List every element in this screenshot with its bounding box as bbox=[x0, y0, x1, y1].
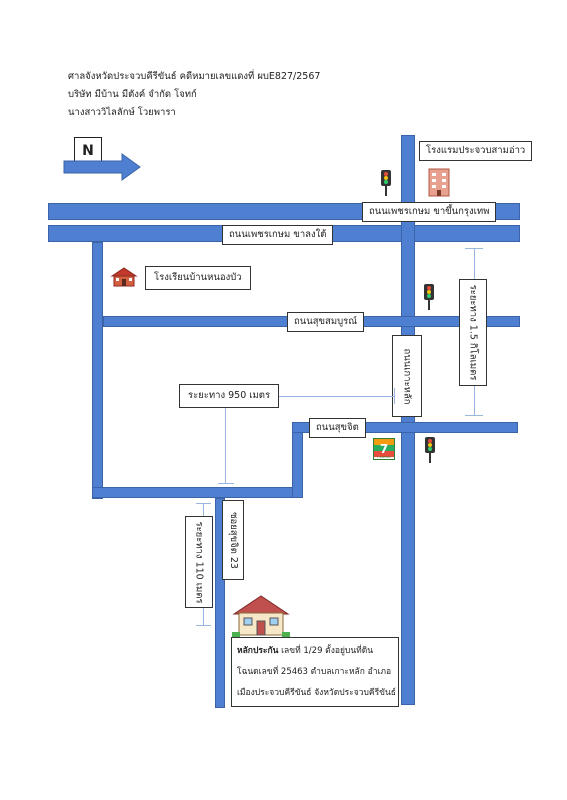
dimension-cap bbox=[196, 503, 211, 504]
dimension-line-950m-vertical bbox=[225, 396, 226, 484]
north-label: N bbox=[74, 137, 102, 165]
label-suksomboon: ถนนสุขสมบูรณ์ bbox=[287, 312, 365, 332]
traffic-light-icon bbox=[424, 284, 434, 310]
plaintiff-line: บริษัท มีบ้าน มีตังค์ จำกัด โจทก์ bbox=[68, 89, 197, 100]
road-bottom bbox=[92, 487, 303, 498]
north-arrow-icon bbox=[63, 153, 141, 181]
road-sukchit-connector bbox=[292, 422, 303, 498]
label-distance-1-5km: ระยะทาง 1.5 กิโลเมตร bbox=[459, 279, 487, 386]
label-hotel: โรงแรมประจวบสามอ่าว bbox=[419, 141, 533, 161]
property-description: หลักประกัน เลขที่ 1/29 ตั้งอยู่บนที่ดิน … bbox=[231, 637, 399, 707]
seven-eleven-icon: 7 7-ELEVEn bbox=[373, 438, 395, 460]
hotel-icon bbox=[428, 168, 450, 197]
dimension-cap bbox=[465, 415, 483, 416]
label-sukchit: ถนนสุขจิต bbox=[309, 418, 366, 438]
property-line-3: เมืองประจวบคีรีขันธ์ จังหวัดประจวบคีรีขั… bbox=[237, 688, 396, 698]
road-soi-sukchit bbox=[215, 498, 225, 708]
dimension-cap bbox=[394, 388, 395, 404]
dimension-cap bbox=[196, 625, 211, 626]
school-icon bbox=[110, 267, 138, 287]
property-line-2: โฉนดเลขที่ 25463 ตำบลเกาะหลัก อำเภอ bbox=[237, 667, 392, 677]
dimension-line-950m bbox=[225, 396, 395, 397]
road-sukchit bbox=[292, 422, 518, 433]
label-phetkasem-south: ถนนเพชรเกษม ขาลงใต้ bbox=[222, 225, 334, 245]
label-distance-110m: ระยะทาง 110 เมตร bbox=[185, 516, 213, 608]
defendant-line: นางสาววิไลลักษ์ โวยพารา bbox=[68, 107, 176, 118]
property-line-1: หลักประกัน เลขที่ 1/29 ตั้งอยู่บนที่ดิน bbox=[237, 646, 374, 656]
label-soi-sukchit: ซอยสุขจิต 23 bbox=[222, 500, 244, 580]
dimension-cap bbox=[218, 483, 234, 484]
label-school: โรงเรียนบ้านหนองบัว bbox=[145, 266, 251, 290]
seven-eleven-label: 7-ELEVEn bbox=[376, 455, 392, 459]
label-phetkasem-north: ถนนเพชรเกษม ขาขึ้นกรุงเทพ bbox=[362, 202, 497, 222]
road-main-vertical bbox=[401, 135, 415, 705]
house-icon bbox=[232, 595, 290, 637]
traffic-light-icon bbox=[381, 170, 391, 196]
case-number-line: ศาลจังหวัดประจวบคีรีขันธ์ คดีหมายเลขแดงท… bbox=[68, 71, 321, 82]
label-kokhalak: ถนนเกาะหลัก bbox=[392, 335, 422, 417]
traffic-light-icon bbox=[425, 437, 435, 463]
road-left-vertical bbox=[92, 242, 103, 499]
dimension-cap bbox=[465, 248, 483, 249]
label-distance-950m: ระยะทาง 950 เมตร bbox=[179, 384, 280, 408]
